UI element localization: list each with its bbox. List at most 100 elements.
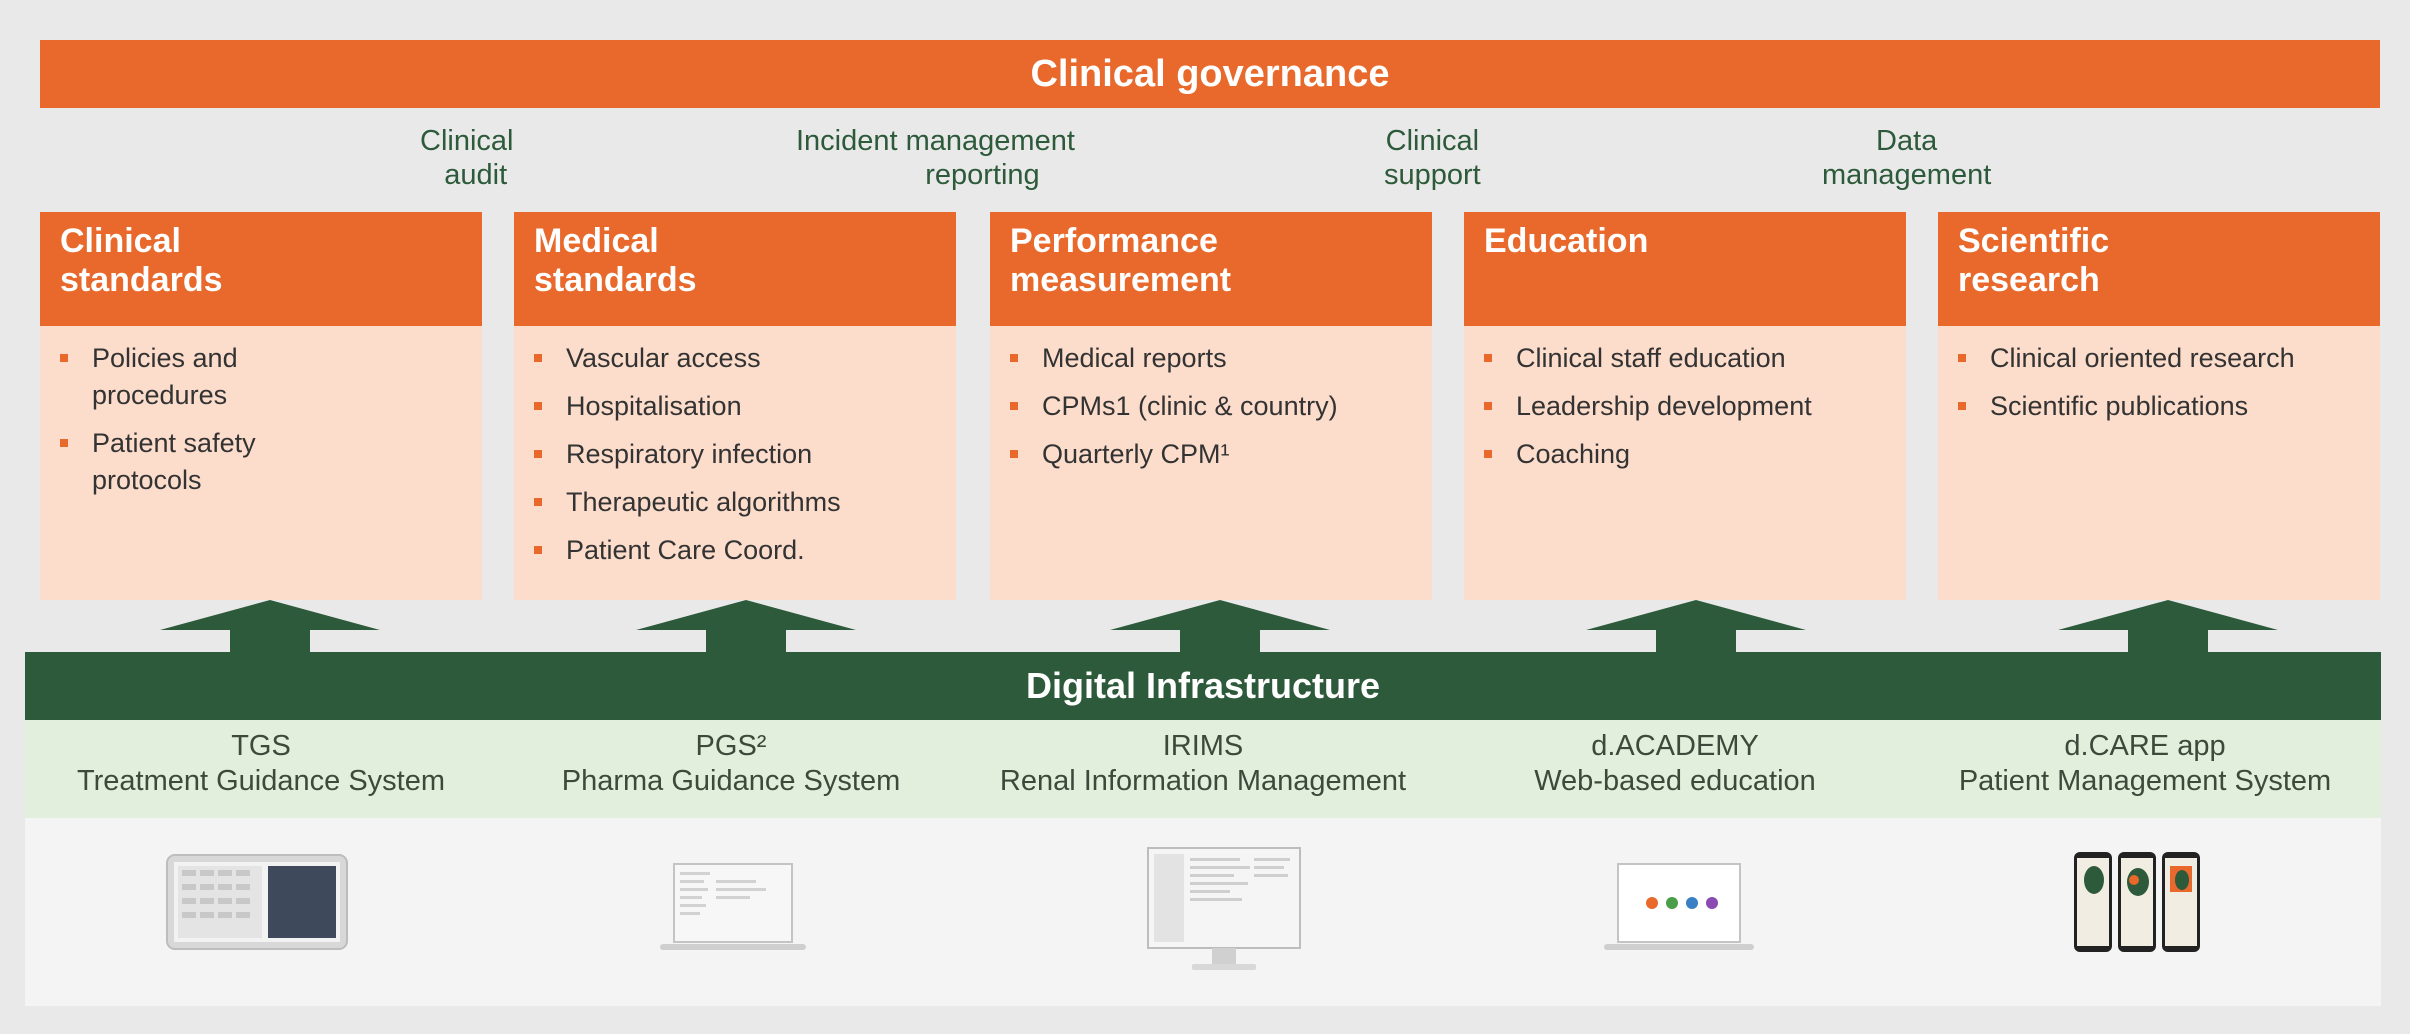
bullet-icon [534,402,542,410]
item-text: CPMs1 (clinic & country) [1042,391,1338,421]
system-tgs: TGS Treatment Guidance System [26,729,496,799]
system-desc: Pharma Guidance System [561,765,901,797]
pillar-title: research [1958,261,2100,299]
bullet-icon [1010,354,1018,362]
pillar-body: Policies and procedures Patient safety p… [40,326,482,600]
laptop-academy-icon [1604,863,1754,950]
bullet-icon [1484,450,1492,458]
list-item: Vascular access [534,340,936,377]
item-text: Medical reports [1042,343,1227,373]
bullet-icon [1958,402,1966,410]
pillar-body: Clinical oriented research Scientific pu… [1938,326,2380,600]
bullet-icon [60,354,68,362]
item-text: Policies and [92,343,238,373]
pillar-title: Clinical [60,222,181,260]
connector-line: Clinical [420,125,514,157]
pillar-medical-standards: Medical standards Vascular access Hospit… [514,212,956,600]
bullet-icon [1484,354,1492,362]
item-text: protocols [92,465,202,495]
pillar-header: Medical standards [514,212,956,326]
list-item: Patient safety protocols [60,425,462,499]
pillar-title: measurement [1010,261,1232,299]
pillar-body: Medical reports CPMs1 (clinic & country)… [990,326,1432,600]
tablet-screenshot-icon [166,854,348,950]
pillar-performance-measurement: Performance measurement Medical reports … [990,212,1432,600]
system-desc: Treatment Guidance System [76,765,446,797]
pillar-title: Scientific [1958,222,2110,260]
system-d-care-app: d.CARE app Patient Management System [1910,729,2380,799]
connector-line: Data [1876,125,1938,157]
list-item: Scientific publications [1958,388,2360,425]
connector-clinical-audit: Clinical audit [420,124,513,192]
pillar-header: Clinical standards [40,212,482,326]
connector-line: management [1822,159,1992,191]
list-item: Coaching [1484,436,1886,473]
up-arrow-icon [160,600,380,652]
laptop-screenshot-icon [660,863,806,950]
list-item: Clinical staff education [1484,340,1886,377]
system-desc: Web-based education [1534,765,1816,797]
pillar-education: Education Clinical staff education Leade… [1464,212,1906,600]
bullet-icon [60,439,68,447]
infrastructure-title: Digital Infrastructure [1025,665,1381,706]
item-text: Vascular access [566,343,761,373]
item-text: Hospitalisation [566,391,742,421]
system-name: d.CARE app [2064,730,2226,762]
item-text: Therapeutic algorithms [566,487,841,517]
list-item: Hospitalisation [534,388,936,425]
system-d-academy: d.ACADEMY Web-based education [1440,729,1910,799]
system-desc: Renal Information Management [999,765,1407,797]
list-item: CPMs1 (clinic & country) [1010,388,1412,425]
list-item: Patient Care Coord. [534,532,936,569]
bullet-icon [1484,402,1492,410]
list-item: Respiratory infection [534,436,936,473]
system-name: d.ACADEMY [1591,730,1759,762]
item-text: Quarterly CPM¹ [1042,439,1230,469]
item-text: Patient Care Coord. [566,535,805,565]
item-text: Patient safety [92,428,256,458]
connector-clinical-support: Clinical support [1384,124,1481,192]
pillar-title: standards [534,261,697,299]
system-irims: IRIMS Renal Information Management [968,729,1438,799]
monitor-screenshot-icon [1147,847,1301,970]
list-item: Policies and procedures [60,340,462,414]
item-text: Coaching [1516,439,1631,469]
pillar-title: Performance [1010,222,1218,260]
connector-incident-reporting: Incident management reporting [796,124,1075,192]
item-text: Respiratory infection [566,439,813,469]
clinical-governance-banner: Clinical governance [40,40,2380,108]
connector-line: Incident management [796,125,1075,157]
pillar-body: Clinical staff education Leadership deve… [1464,326,1906,600]
list-item: Quarterly CPM¹ [1010,436,1412,473]
item-text: Clinical oriented research [1990,343,2295,373]
system-desc: Patient Management System [1958,765,2332,797]
phones-screenshot-icon [2074,852,2200,952]
system-name: TGS [231,730,291,762]
pillar-title: standards [60,261,223,299]
pillar-header: Education [1464,212,1906,326]
item-text: Scientific publications [1990,391,2249,421]
item-text: Leadership development [1516,391,1812,421]
system-name: PGS² [695,730,767,762]
up-arrow-icon [636,600,856,652]
list-item: Clinical oriented research [1958,340,2360,377]
pillar-title: Education [1484,222,1649,260]
up-arrow-icon [2058,600,2278,652]
connector-data-management: Data management [1822,124,1991,192]
connector-line: Clinical [1385,125,1480,157]
systems-band [25,720,2381,818]
banner-title: Clinical governance [1030,52,1390,95]
item-text: Clinical staff education [1516,343,1786,373]
bullet-icon [1010,450,1018,458]
system-name: IRIMS [1162,730,1244,762]
bullet-icon [534,546,542,554]
bullet-icon [534,498,542,506]
system-pgs: PGS² Pharma Guidance System [496,729,966,799]
pillar-title: Medical [534,222,659,260]
pillar-clinical-standards: Clinical standards Policies and procedur… [40,212,482,600]
digital-infrastructure-bar: Digital Infrastructure [25,652,2381,720]
connector-line: reporting [925,159,1040,191]
bullet-icon [534,354,542,362]
bullet-icon [1010,402,1018,410]
bullet-icon [1958,354,1966,362]
